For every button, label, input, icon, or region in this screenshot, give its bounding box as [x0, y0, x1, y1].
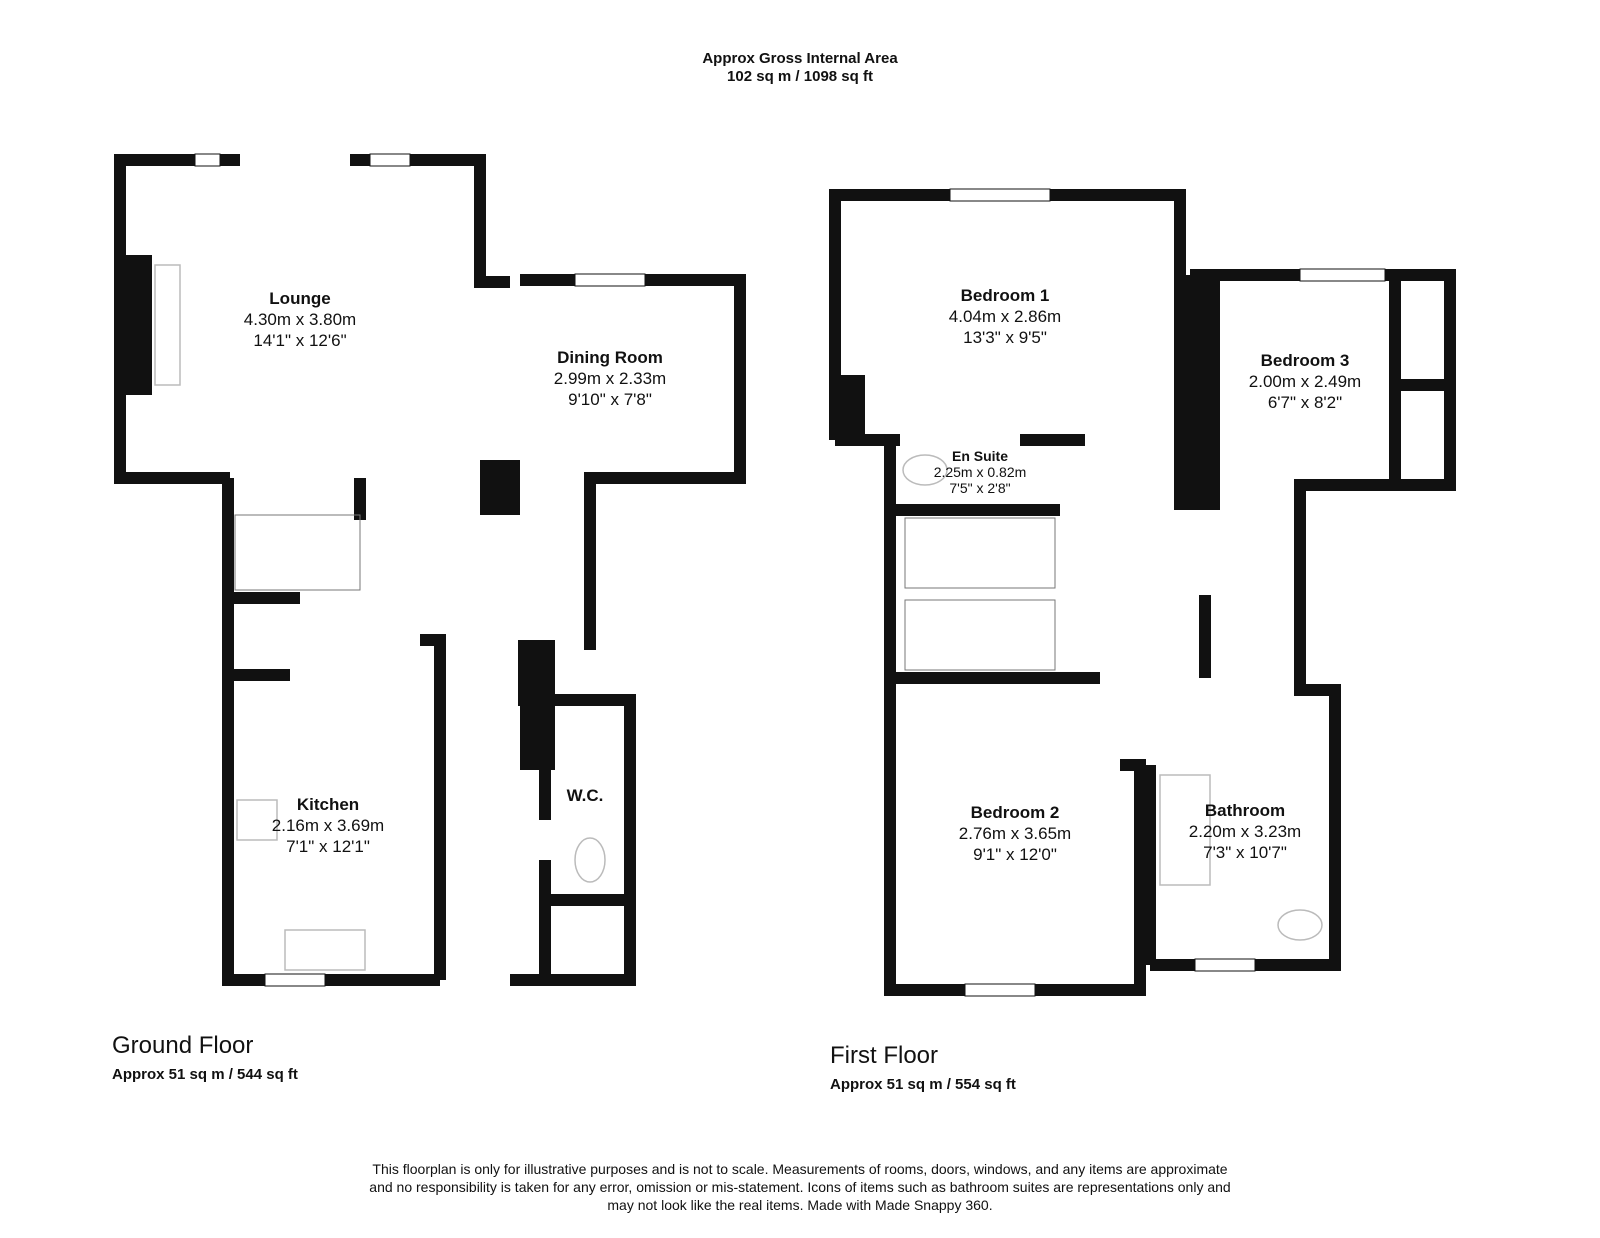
ground-floor-walls: [114, 154, 746, 986]
gross-area-header: Approx Gross Internal Area 102 sq m / 10…: [0, 50, 1600, 86]
gross-area-title: Approx Gross Internal Area: [702, 50, 898, 67]
ground-floor-caption: Ground Floor Approx 51 sq m / 544 sq ft: [112, 1032, 298, 1083]
room-dining: Dining Room 2.99m x 2.33m 9'10" x 7'8": [553, 348, 667, 409]
first-floor-walls: [829, 189, 1456, 996]
room-bedroom-3: Bedroom 3 2.00m x 2.49m 6'7" x 8'2": [1248, 351, 1362, 412]
room-wc: W.C.: [566, 786, 604, 805]
room-en-suite: En Suite 2.25m x 0.82m 7'5" x 2'8": [933, 448, 1027, 496]
room-bedroom-2: Bedroom 2 2.76m x 3.65m 9'1" x 12'0": [958, 803, 1072, 864]
room-bedroom-1: Bedroom 1 4.04m x 2.86m 13'3" x 9'5": [948, 286, 1062, 347]
gross-area-value: 102 sq m / 1098 sq ft: [727, 68, 873, 85]
first-floor-caption: First Floor Approx 51 sq m / 554 sq ft: [830, 1042, 1016, 1093]
room-kitchen: Kitchen 2.16m x 3.69m 7'1" x 12'1": [271, 795, 385, 856]
room-bathroom: Bathroom 2.20m x 3.23m 7'3" x 10'7": [1188, 801, 1302, 862]
room-lounge: Lounge 4.30m x 3.80m 14'1" x 12'6": [243, 289, 357, 350]
disclaimer: This floorplan is only for illustrative …: [369, 1161, 1231, 1213]
